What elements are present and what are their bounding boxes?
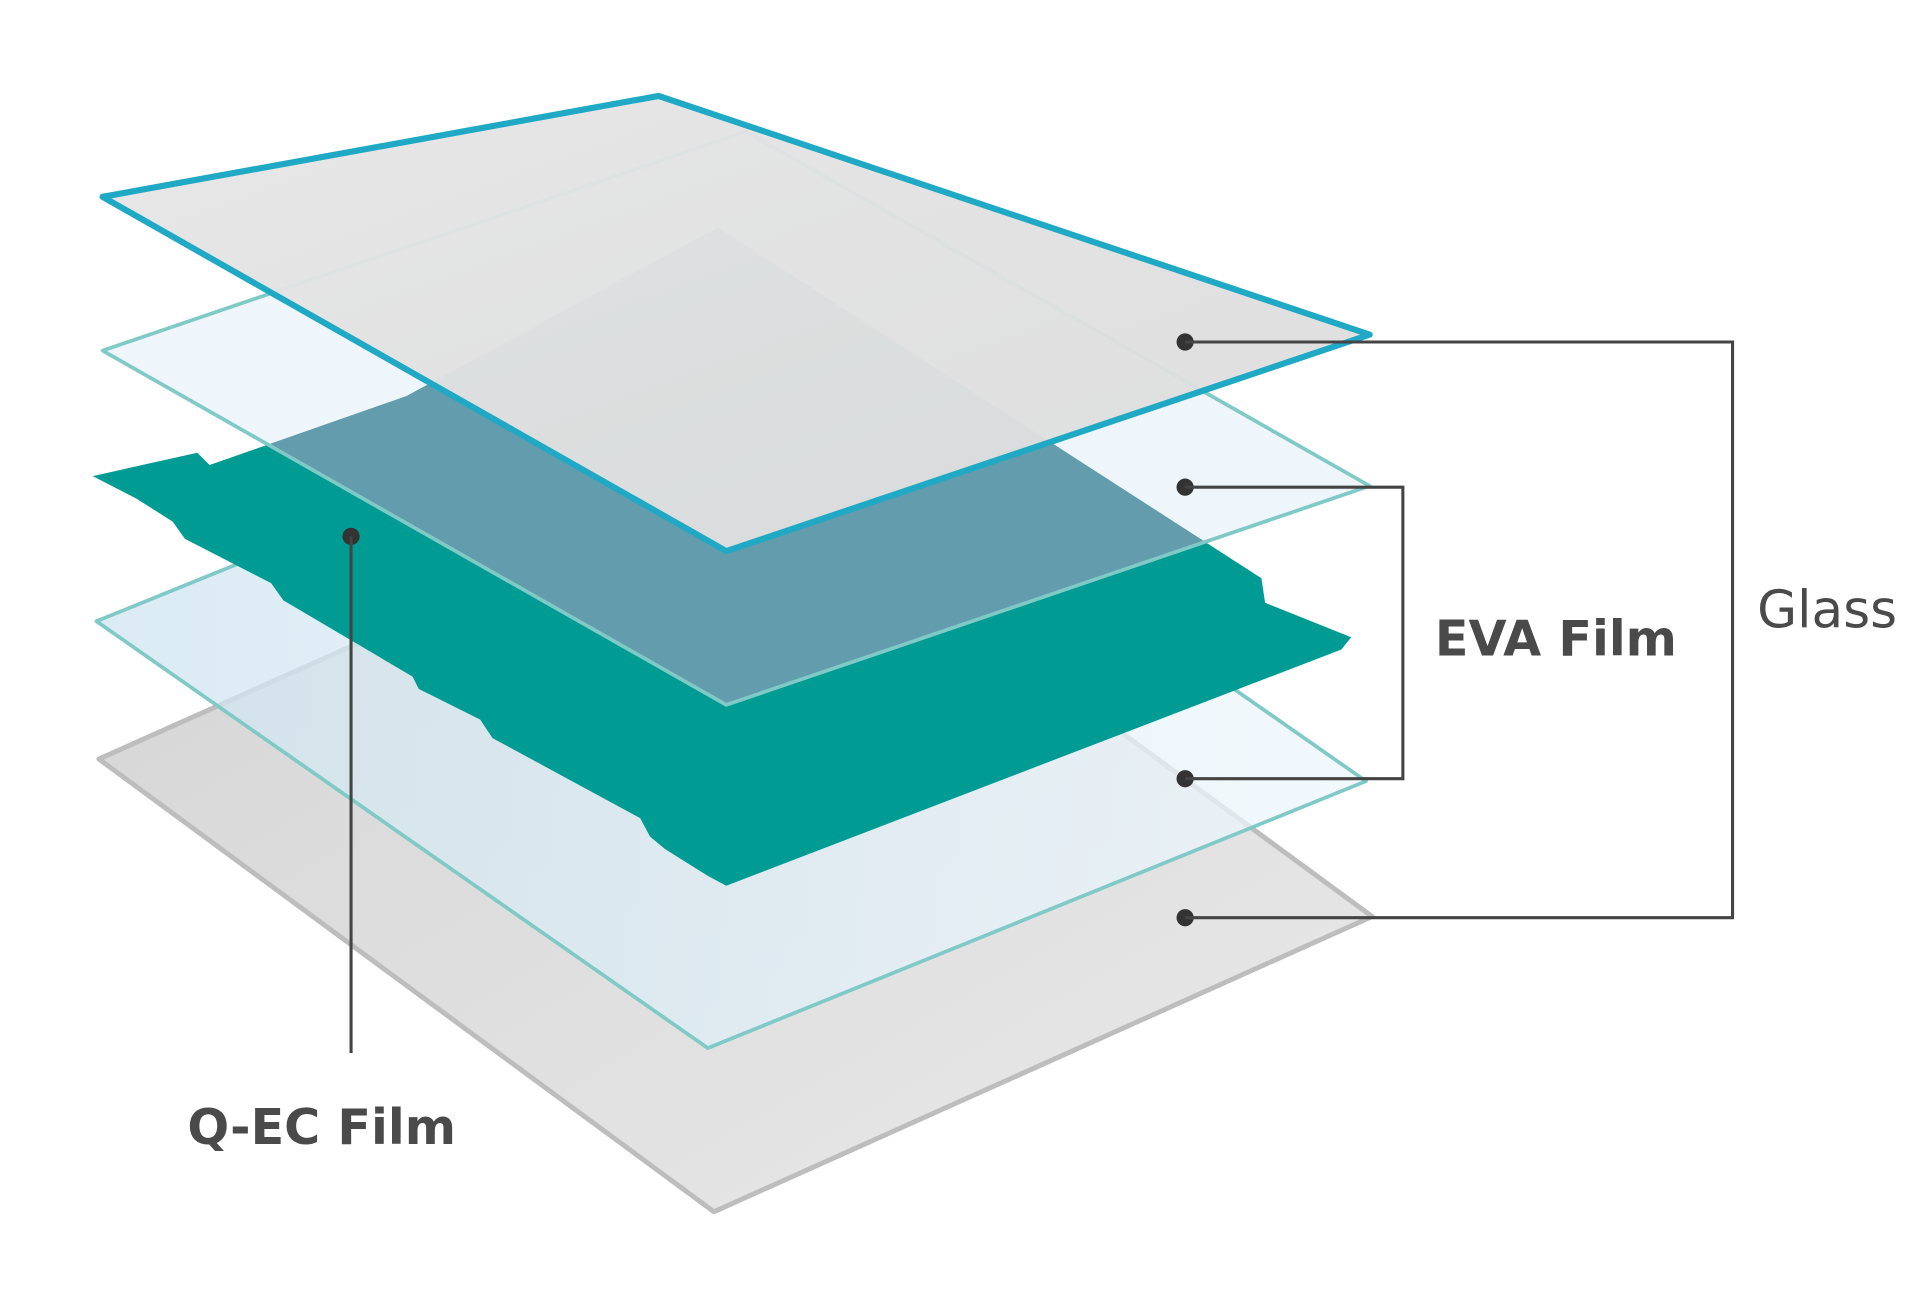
top-glass-layer: [99, 92, 1373, 555]
qec-film-label: Q-EC Film: [187, 1098, 456, 1156]
eva-film-label: EVA Film: [1435, 610, 1677, 668]
qec-film-shaded-region: [102, 227, 1352, 705]
glass-leader: [1176, 333, 1735, 927]
eva-film-leader: [1176, 478, 1405, 788]
qec-film-layer: [92, 227, 1352, 886]
glass-label: Glass: [1757, 580, 1897, 640]
qec-film-leader: [342, 527, 360, 1054]
